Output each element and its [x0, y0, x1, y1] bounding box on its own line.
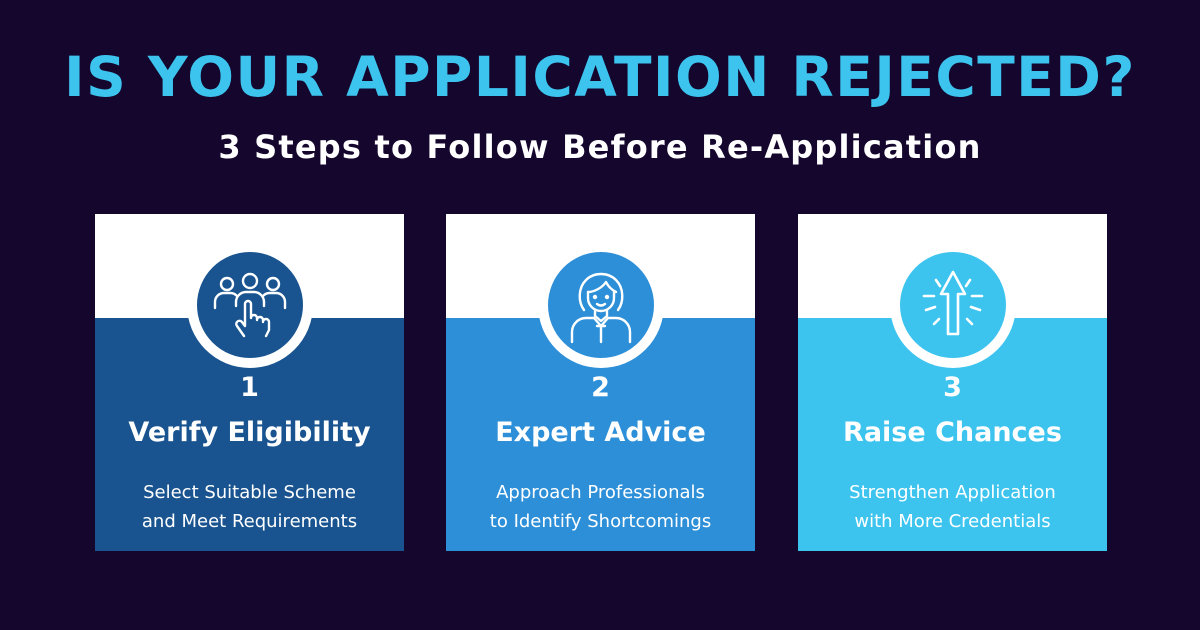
step-description-line: with More Credentials [854, 511, 1051, 532]
step-description: Strengthen Application with More Credent… [798, 478, 1107, 536]
page-subtitle: 3 Steps to Follow Before Re-Application [218, 128, 982, 166]
step-number: 3 [943, 372, 962, 403]
group-hand-pointer-icon [196, 252, 303, 358]
step-heading: Raise Chances [843, 417, 1062, 448]
step-description-line: Approach Professionals [496, 482, 705, 503]
page-title: IS YOUR APPLICATION REJECTED? [64, 45, 1136, 109]
step-description-line: and Meet Requirements [141, 511, 358, 532]
step-description: Approach Professionals to Identify Short… [446, 478, 755, 536]
step-heading: Verify Eligibility [128, 417, 371, 448]
step-number: 2 [591, 372, 610, 403]
woman-professional-icon [547, 252, 654, 358]
step-card-1: 1 Verify Eligibility Select Suitable Sch… [95, 214, 404, 551]
step-card-3: 3 Raise Chances Strengthen Application w… [798, 214, 1107, 551]
step-description-line: Select Suitable Scheme [143, 482, 356, 503]
arrow-up-icon [899, 252, 1006, 358]
step-heading: Expert Advice [495, 417, 706, 448]
step-description-line: Strengthen Application [849, 482, 1056, 503]
step-number: 1 [240, 372, 259, 403]
step-card-2: 2 Expert Advice Approach Professionals t… [446, 214, 755, 551]
step-description: Select Suitable Scheme and Meet Requirem… [95, 478, 404, 536]
step-description-line: to Identify Shortcomings [489, 511, 712, 532]
